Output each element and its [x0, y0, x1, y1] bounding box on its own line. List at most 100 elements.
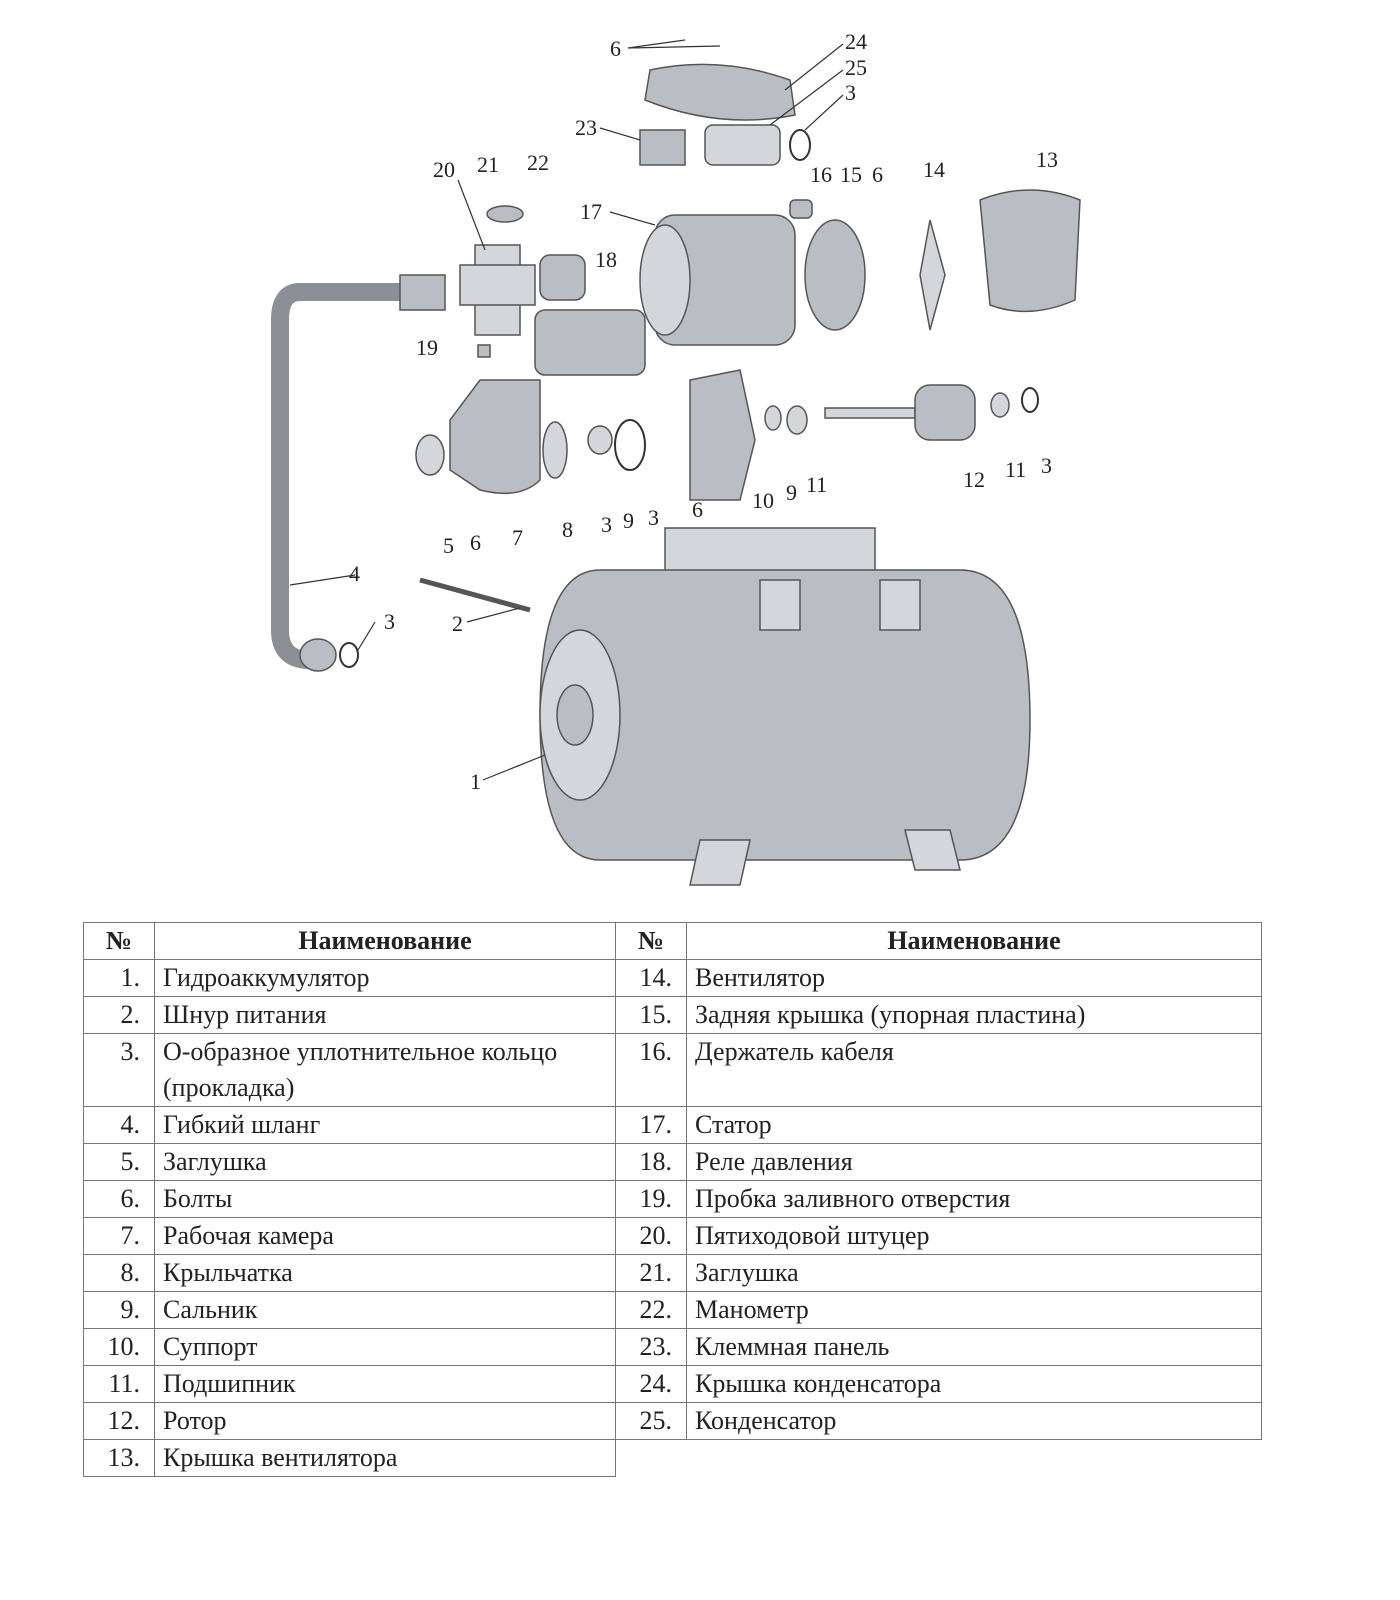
callout: 21: [477, 152, 499, 177]
part-name: Манометр: [686, 1291, 1262, 1329]
callout: 3: [1041, 453, 1052, 478]
header-name: Наименование: [154, 922, 616, 960]
callout: 13: [1036, 147, 1058, 172]
part-name: Задняя крышка (упорная пластина): [686, 996, 1262, 1034]
part-number: 14.: [615, 959, 687, 997]
table-row: 14.Вентилятор: [615, 959, 1262, 997]
part-number: 21.: [615, 1254, 687, 1292]
part-number: 19.: [615, 1180, 687, 1218]
callout: 25: [845, 55, 867, 80]
seal-part-9b: [764, 405, 782, 431]
terminal-panel-part-23: [639, 129, 686, 166]
fan-cover-part-13: [979, 189, 1081, 313]
table-row: 16.Держатель кабеля: [615, 1033, 1262, 1107]
table-row: 19.Пробка заливного отверстия: [615, 1180, 1262, 1218]
callout: 14: [923, 157, 945, 182]
plug-part-5: [415, 434, 445, 476]
table-row: 24.Крышка конденсатора: [615, 1365, 1262, 1403]
part-name: Подшипник: [154, 1365, 616, 1403]
part-number: 3.: [83, 1033, 155, 1107]
bearing-part-11b: [990, 392, 1010, 418]
part-number: 8.: [83, 1254, 155, 1292]
header-name: Наименование: [686, 922, 1262, 960]
manometer-part-22: [539, 254, 586, 301]
rotor-part-12: [914, 384, 976, 441]
table-row: 11.Подшипник: [83, 1365, 616, 1403]
filler-plug-part-19: [477, 344, 491, 358]
part-name: Ротор: [154, 1402, 616, 1440]
pump-chamber-part-7: [449, 379, 541, 495]
part-number: 10.: [83, 1328, 155, 1366]
hose-end: [299, 638, 337, 672]
table-row: 20.Пятиходовой штуцер: [615, 1217, 1262, 1255]
capacitor-part-25: [704, 124, 781, 166]
table-row: 17.Статор: [615, 1106, 1262, 1144]
oring-3-top: [789, 129, 811, 161]
table-row: 22.Манометр: [615, 1291, 1262, 1329]
rear-cover-part-15: [804, 219, 866, 331]
table-row: 12.Ротор: [83, 1402, 616, 1440]
callout: 3: [384, 609, 395, 634]
rotor-shaft: [824, 407, 916, 419]
table-row: 15.Задняя крышка (упорная пластина): [615, 996, 1262, 1034]
callout: 24: [845, 29, 867, 54]
part-number: 18.: [615, 1143, 687, 1181]
part-number: 4.: [83, 1106, 155, 1144]
part-number: 13.: [83, 1439, 155, 1477]
part-number: 9.: [83, 1291, 155, 1329]
callout: 18: [595, 247, 617, 272]
part-name: Крышка вентилятора: [154, 1439, 616, 1477]
part-name: Реле давления: [686, 1143, 1262, 1181]
impeller-part-8: [542, 421, 568, 479]
callout: 4: [349, 561, 360, 586]
callout: 12: [963, 467, 985, 492]
table-row: 1.Гидроаккумулятор: [83, 959, 616, 997]
part-number: 7.: [83, 1217, 155, 1255]
part-name: Статор: [686, 1106, 1262, 1144]
callout: 11: [1005, 457, 1026, 482]
part-name: Суппорт: [154, 1328, 616, 1366]
hose-nut: [399, 274, 446, 311]
callout: 3: [601, 512, 612, 537]
callout: 5: [443, 533, 454, 558]
part-number: 15.: [615, 996, 687, 1034]
part-name: Пробка заливного отверстия: [686, 1180, 1262, 1218]
callout: 1: [470, 769, 481, 794]
table-row: 13.Крышка вентилятора: [83, 1439, 616, 1477]
cable-holder-part-16: [789, 199, 813, 219]
table-row: 6.Болты: [83, 1180, 616, 1218]
part-name: Гибкий шланг: [154, 1106, 616, 1144]
part-number: 25.: [615, 1402, 687, 1440]
part-number: 17.: [615, 1106, 687, 1144]
pressure-switch-part-18: [534, 309, 646, 376]
callout: 6: [872, 162, 883, 187]
table-row: 9.Сальник: [83, 1291, 616, 1329]
part-name: Сальник: [154, 1291, 616, 1329]
tank-part-1: [539, 527, 1031, 886]
header-number: №: [83, 922, 155, 960]
part-number: 23.: [615, 1328, 687, 1366]
seal-part-9: [587, 425, 613, 455]
stator-face: [639, 224, 691, 336]
header-number: №: [615, 922, 687, 960]
callout: 7: [512, 525, 523, 550]
part-name: О-образное уплотнительное кольцо (прокла…: [154, 1033, 616, 1107]
fan-part-14: [919, 219, 946, 331]
callout: 2: [452, 611, 463, 636]
callout: 6: [610, 36, 621, 61]
capacitor-cover-part-24: [644, 63, 796, 121]
callout: 3: [845, 80, 856, 105]
part-number: 20.: [615, 1217, 687, 1255]
table-row: 3.О-образное уплотнительное кольцо (прок…: [83, 1033, 616, 1107]
part-number: 5.: [83, 1143, 155, 1181]
table-row: 25.Конденсатор: [615, 1402, 1262, 1440]
part-number: 16.: [615, 1033, 687, 1107]
table-row: 10.Суппорт: [83, 1328, 616, 1366]
part-number: 22.: [615, 1291, 687, 1329]
fitting-cross: [459, 264, 536, 306]
callout: 20: [433, 157, 455, 182]
part-number: 12.: [83, 1402, 155, 1440]
table-row: 2.Шнур питания: [83, 996, 616, 1034]
